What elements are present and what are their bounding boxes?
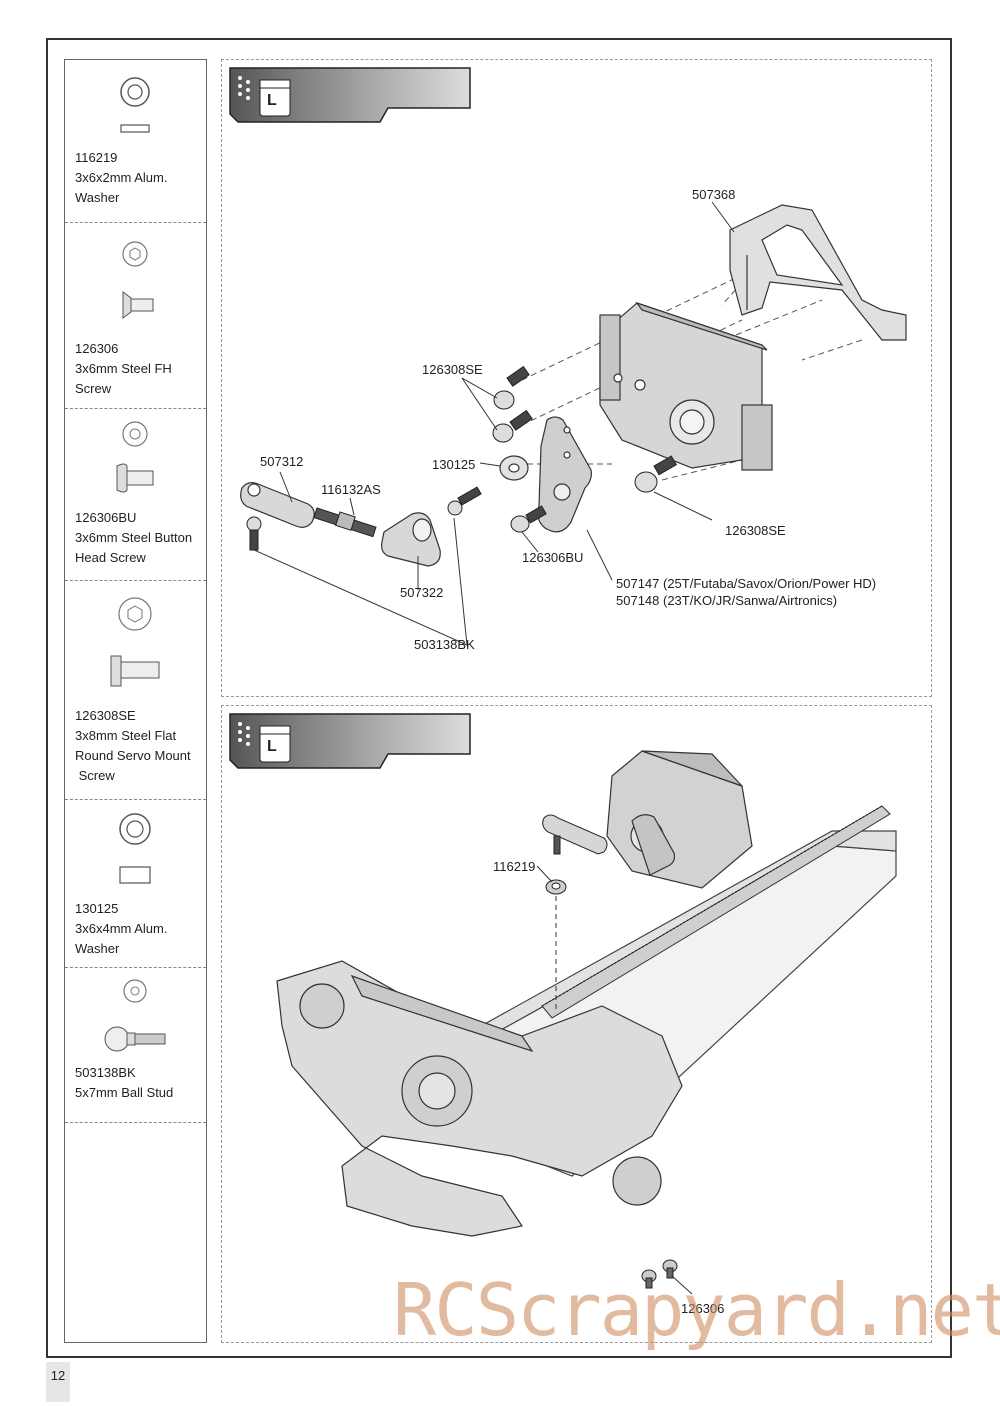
page-frame [46, 38, 952, 1358]
step-dots-icon [238, 76, 250, 100]
step-header [229, 67, 471, 123]
callout-126308SE-2: 126308SE [725, 523, 786, 538]
callout-116219: 116219 [493, 859, 536, 874]
callout-503138BK: 503138BK [414, 637, 475, 652]
screw-icon [122, 241, 154, 319]
part-desc-1: 3x6x4mm Alum. [75, 921, 168, 936]
screw-icon [110, 597, 160, 687]
part-126306: 126306 3x6mm Steel FH Screw [65, 222, 206, 409]
servo-assembly-diagram [240, 201, 907, 646]
page-number: 12 [46, 1362, 70, 1402]
part-126306BU: 126306BU 3x6mm Steel Button Head Screw [65, 408, 206, 581]
part-desc-2: Washer [75, 190, 120, 205]
part-desc-2: Round Servo Mount [75, 748, 191, 763]
part-desc-1: 3x6mm Steel Button [75, 530, 193, 545]
part-desc-1: 3x6x2mm Alum. [75, 170, 168, 185]
bag-label: L [267, 92, 277, 109]
ball-end-507312 [240, 482, 315, 528]
part-code: 126306BU [75, 510, 137, 525]
step-panel-1: L [221, 59, 932, 697]
step-header [229, 713, 471, 769]
callout-507368: 507368 [692, 187, 736, 202]
step-panel-2: L [221, 705, 932, 1343]
bag-icon [259, 725, 291, 763]
part-desc-1: 3x6mm Steel FH [75, 361, 172, 376]
part-desc-3: Screw [75, 768, 115, 783]
turnbuckle-116132AS [313, 507, 377, 538]
step-dots-icon [238, 722, 250, 746]
bag-label: L [267, 738, 277, 755]
screws-126306 [641, 1259, 678, 1289]
callout-126306BU: 126306BU [522, 550, 584, 565]
part-desc-2: Washer [75, 941, 120, 956]
chassis-install-diagram [276, 750, 897, 1295]
callout-507148: 507148 (23T/KO/JR/Sanwa/Airtronics) [616, 593, 838, 608]
screws-126308SE [492, 365, 678, 493]
part-desc-2: Screw [75, 381, 112, 396]
part-130125: 130125 3x6x4mm Alum. Washer [65, 799, 206, 968]
servo-saver-507322 [381, 512, 441, 567]
part-503138BK: 503138BK 5x7mm Ball Stud [65, 967, 206, 1123]
part-116219: 116219 3x6x2mm Alum. Washer [65, 60, 206, 223]
servo-mount-507368 [729, 204, 907, 341]
part-code: 116219 [75, 150, 118, 165]
washer-116219 [545, 879, 567, 895]
callout-507312: 507312 [260, 454, 304, 469]
washer-130125 [499, 455, 529, 481]
watermark: RCScrapyard.net [393, 1268, 1000, 1352]
callout-507322: 507322 [400, 585, 444, 600]
part-desc-1: 5x7mm Ball Stud [75, 1085, 174, 1100]
callout-130125: 130125 [432, 457, 476, 472]
callout-116132AS: 116132AS [321, 482, 381, 497]
screw-icon [116, 421, 154, 493]
screw-126306BU [510, 505, 547, 533]
part-code: 130125 [75, 901, 119, 916]
bag-icon [259, 79, 291, 117]
part-code: 503138BK [75, 1065, 136, 1080]
parts-column: 116219 3x6x2mm Alum. Washer 126306 3x6mm… [64, 59, 207, 1343]
front-suspension [276, 960, 683, 1237]
ball-stud-503138BK [246, 486, 482, 551]
washer-icon [120, 77, 150, 133]
ball-stud-icon [104, 979, 166, 1052]
part-126308SE: 126308SE 3x8mm Steel Flat Round Servo Mo… [65, 580, 206, 800]
callout-126308SE: 126308SE [422, 362, 483, 377]
steering-link [542, 814, 608, 855]
part-desc-1: 3x8mm Steel Flat [75, 728, 177, 743]
servo-body [599, 301, 773, 471]
drive-belt [541, 805, 891, 1019]
part-code: 126306 [75, 341, 119, 356]
callout-507147: 507147 (25T/Futaba/Savox/Orion/Power HD) [616, 576, 877, 591]
part-desc-2: Head Screw [75, 550, 146, 565]
part-code: 126308SE [75, 708, 136, 723]
callout-126306: 126306 [681, 1301, 725, 1316]
installed-servo [606, 750, 753, 889]
washer-icon [119, 813, 151, 884]
servo-horn [537, 416, 592, 533]
